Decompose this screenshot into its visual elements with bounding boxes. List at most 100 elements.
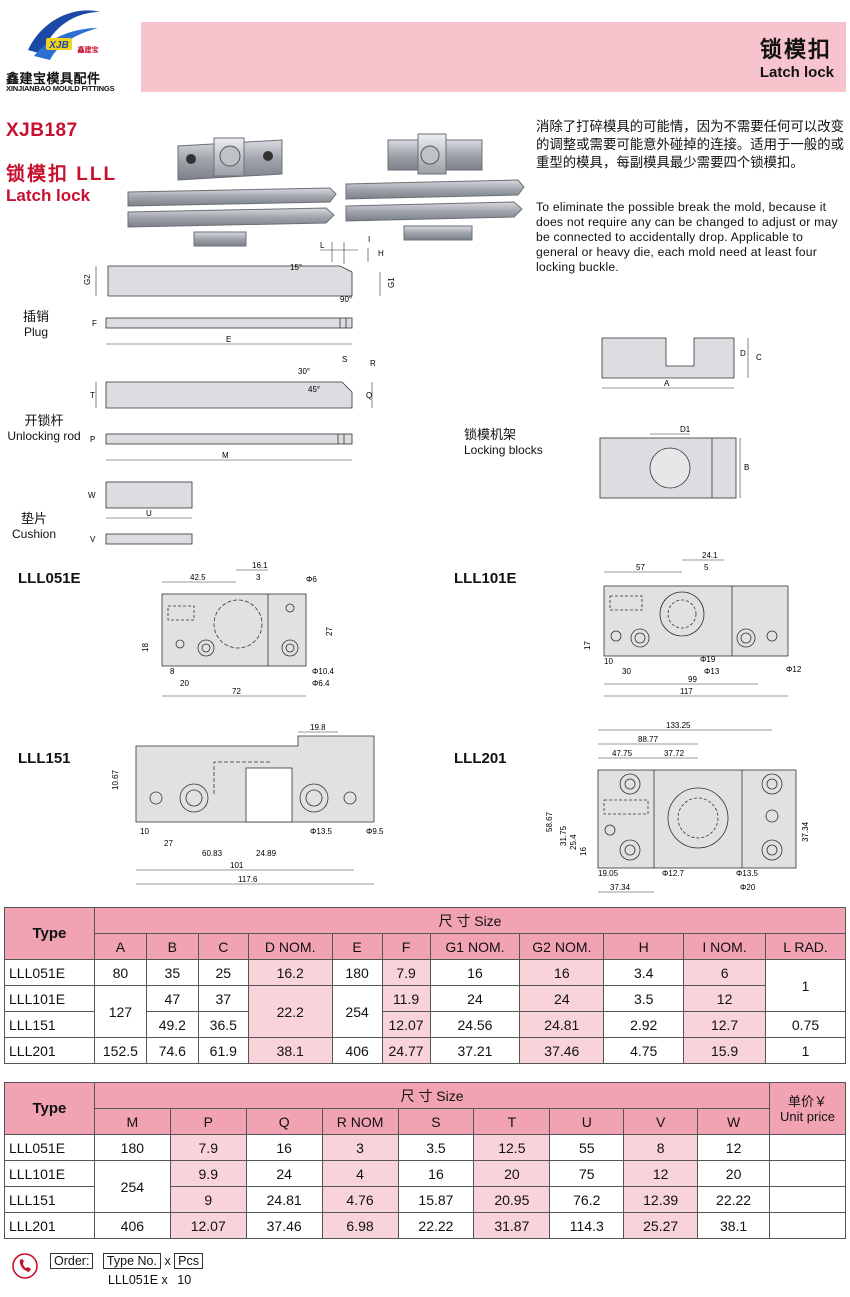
- logo-swoosh-icon: XJB 鑫建宝: [28, 10, 100, 60]
- table-cell: 254: [331, 985, 383, 1038]
- model-name-lll101e: LLL101E: [454, 570, 517, 587]
- svg-text:Φ6: Φ6: [306, 575, 317, 584]
- table-cell: 12.07: [381, 1011, 431, 1038]
- table1-col-e: E: [331, 933, 383, 960]
- table-cell: 80: [93, 959, 147, 986]
- locking-block-side-view: [601, 337, 749, 389]
- svg-text:Φ12: Φ12: [786, 665, 802, 674]
- table-row: LLL051E 80 35 25 16.2 180 7.9 16 16 3.4 …: [4, 959, 846, 1012]
- svg-text:16.1: 16.1: [252, 561, 268, 570]
- table-cell: 114.3: [549, 1212, 625, 1239]
- table-cell: 12.39: [623, 1186, 699, 1213]
- svg-text:Φ13.5: Φ13.5: [736, 869, 759, 878]
- order-pcs: Pcs: [174, 1253, 204, 1269]
- table2-type: LLL051E: [4, 1134, 95, 1161]
- table-cell: 6: [683, 959, 767, 986]
- svg-text:F: F: [92, 319, 97, 328]
- svg-text:45°: 45°: [308, 385, 320, 394]
- svg-text:W: W: [88, 491, 96, 500]
- svg-text:133.25: 133.25: [666, 721, 691, 730]
- svg-text:Φ19: Φ19: [700, 655, 716, 664]
- table-cell: 37.46: [519, 1037, 605, 1064]
- table1-col-a: A: [93, 933, 147, 960]
- table-cell: 3: [321, 1134, 399, 1161]
- table-cell: 9.9: [169, 1160, 247, 1187]
- svg-text:V: V: [90, 535, 96, 544]
- svg-text:Φ12.7: Φ12.7: [662, 869, 685, 878]
- svg-text:60.83: 60.83: [202, 849, 223, 858]
- table-cell: 8: [623, 1134, 699, 1161]
- table2-col-p: P: [169, 1108, 247, 1135]
- unit-price-header: 单价￥Unit price: [769, 1082, 846, 1135]
- model-name-lll201: LLL201: [454, 750, 507, 767]
- svg-text:58.67: 58.67: [545, 811, 554, 832]
- lll101e-drawing: [603, 559, 789, 697]
- table-cell: 22.2: [247, 985, 333, 1038]
- svg-text:27: 27: [325, 627, 334, 636]
- svg-text:37.72: 37.72: [664, 749, 685, 758]
- table1-type: LLL151: [4, 1011, 95, 1038]
- table-cell: 38.1: [247, 1037, 333, 1064]
- table-row: LLL101E 254 9.9 24 4 16 20 75 12 20: [4, 1160, 846, 1213]
- table-cell: 20.95: [473, 1186, 551, 1213]
- table-cell: 12.07: [169, 1212, 247, 1239]
- order-label: Order:: [50, 1253, 94, 1269]
- brand-logo: XJB 鑫建宝 鑫建宝模具配件 XINJIANBAO MOULD FITTING…: [6, 4, 128, 94]
- table-cell: 31.87: [473, 1212, 551, 1239]
- table-cell: 61.9: [197, 1037, 249, 1064]
- table-cell: 35: [145, 959, 199, 986]
- table1-col-f: F: [381, 933, 431, 960]
- table1-col-h: H: [603, 933, 685, 960]
- table-cell: 12: [697, 1134, 771, 1161]
- table-cell: 49.2: [145, 1011, 199, 1038]
- table2-col-s: S: [397, 1108, 475, 1135]
- unit-price-cell: [769, 1134, 846, 1161]
- svg-text:42.5: 42.5: [190, 573, 206, 582]
- table-cell: 127: [93, 985, 147, 1038]
- unit-price-cell: [769, 1160, 846, 1187]
- table2-col-u: U: [549, 1108, 625, 1135]
- table-cell: 15.87: [397, 1186, 475, 1213]
- svg-text:鑫建宝: 鑫建宝: [77, 45, 99, 54]
- svg-text:37.34: 37.34: [610, 883, 631, 892]
- table1-col-g1: G1 NOM.: [429, 933, 521, 960]
- phone-icon: [12, 1253, 38, 1279]
- svg-text:47.75: 47.75: [612, 749, 633, 758]
- svg-text:U: U: [146, 509, 152, 518]
- order-times: x: [164, 1254, 171, 1268]
- table-cell: 3.5: [397, 1134, 475, 1161]
- table-cell: 24: [245, 1160, 323, 1187]
- table1-size-header: 尺 寸 Size: [93, 907, 847, 934]
- table2-type: LLL151: [4, 1186, 95, 1213]
- title-banner: 锁模扣 Latch lock: [141, 22, 846, 92]
- table-cell: 24.81: [519, 1011, 605, 1038]
- svg-text:57: 57: [636, 563, 645, 572]
- table-cell: 74.6: [145, 1037, 199, 1064]
- svg-text:Φ20: Φ20: [740, 883, 756, 892]
- svg-text:24.1: 24.1: [702, 551, 718, 560]
- order-type-no: Type No.: [102, 1253, 161, 1269]
- lll051e-drawing: [161, 569, 307, 697]
- unlocking-rod-side-view: [95, 381, 373, 409]
- table-cell: 24: [429, 985, 521, 1012]
- table-row: LLL151 49.2 36.5 12.07 24.56 24.81 2.92 …: [4, 1011, 846, 1038]
- svg-text:25.4: 25.4: [569, 834, 578, 850]
- table-cell: 1: [765, 959, 846, 1012]
- svg-text:Φ13: Φ13: [704, 667, 720, 676]
- table-cell: 16: [397, 1160, 475, 1187]
- order-example-line: LLL051E x 10: [108, 1273, 192, 1287]
- table2-size-header: 尺 寸 Size: [93, 1082, 771, 1109]
- svg-text:T: T: [90, 391, 95, 400]
- svg-text:117: 117: [680, 687, 693, 696]
- table2-col-q: Q: [245, 1108, 323, 1135]
- cushion-views: [105, 481, 193, 545]
- svg-text:B: B: [744, 463, 749, 472]
- product-name-cn: 锁模扣 LLL: [6, 164, 118, 185]
- svg-text:101: 101: [230, 861, 244, 870]
- table1-type: LLL051E: [4, 959, 95, 986]
- table-cell: 76.2: [549, 1186, 625, 1213]
- svg-text:Φ9.5: Φ9.5: [366, 827, 384, 836]
- svg-text:117.6: 117.6: [238, 875, 258, 884]
